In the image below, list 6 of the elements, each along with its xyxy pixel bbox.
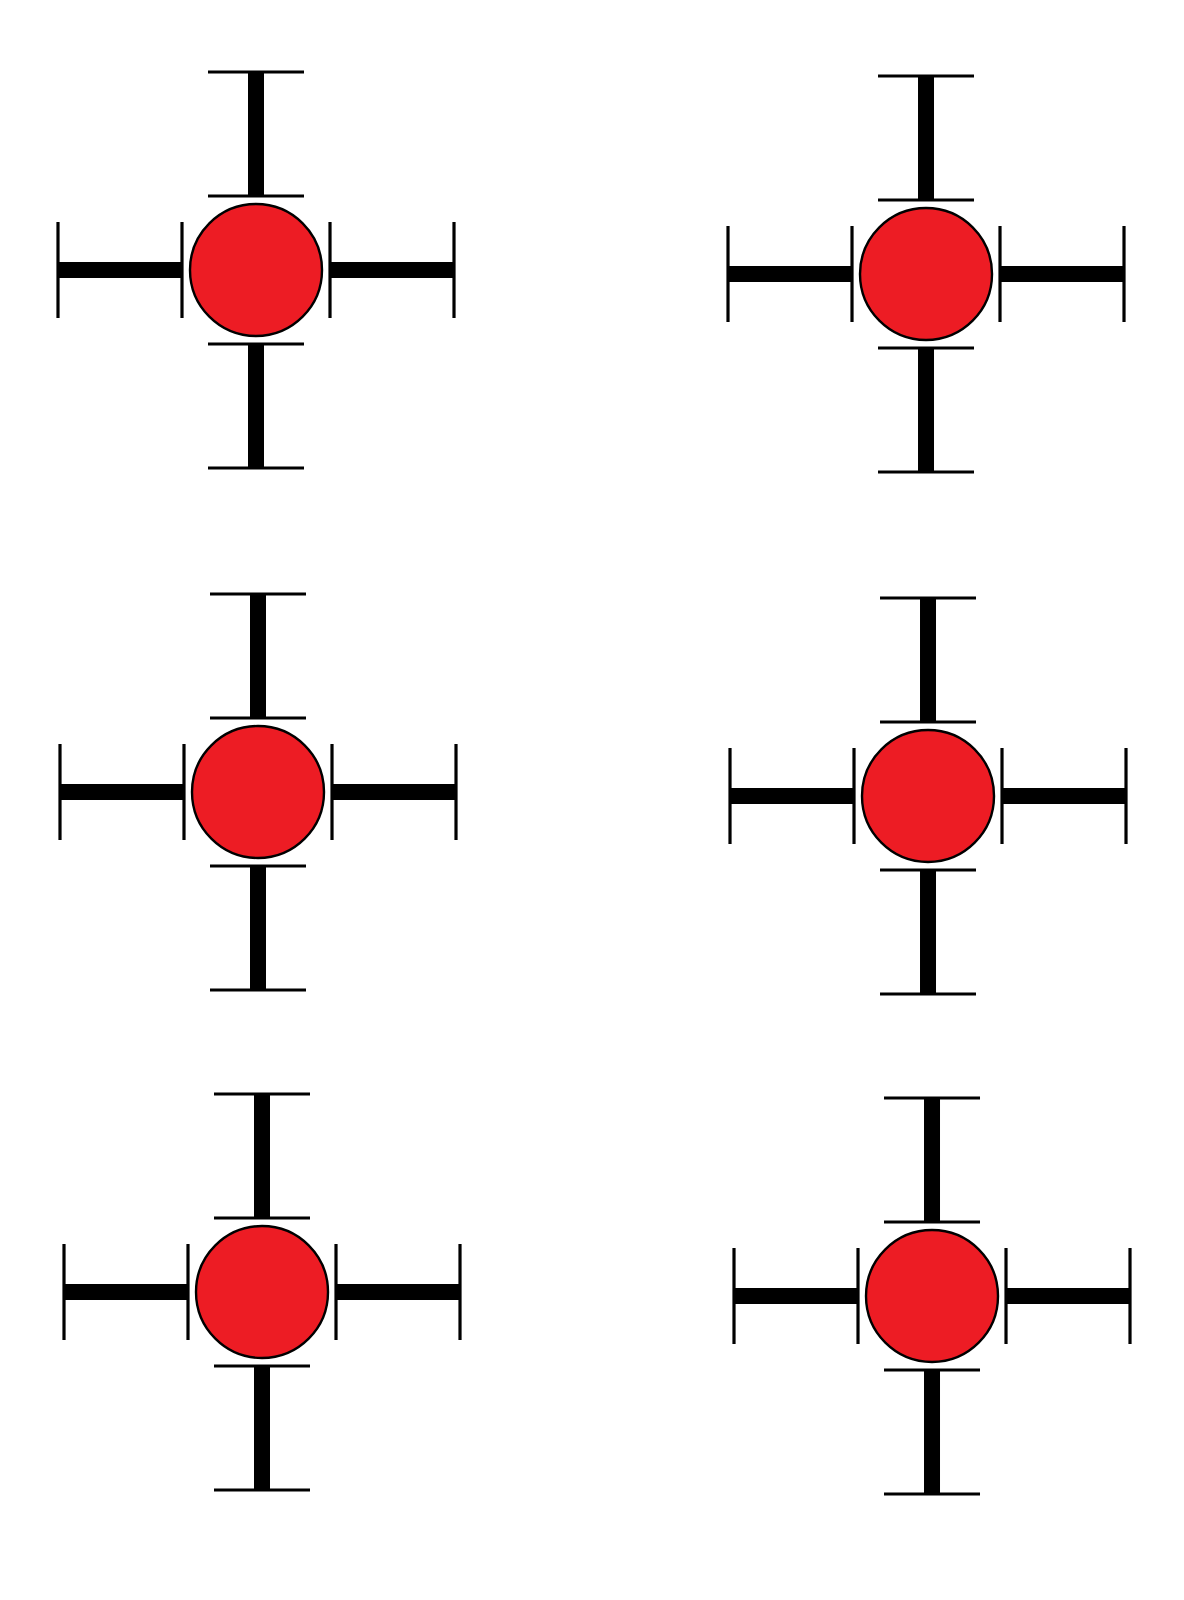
circle-node <box>858 206 994 342</box>
circle-node <box>194 1224 330 1360</box>
circle-node <box>864 1228 1000 1364</box>
circle-node <box>190 724 326 860</box>
circle-node <box>188 202 324 338</box>
circle-node <box>860 728 996 864</box>
